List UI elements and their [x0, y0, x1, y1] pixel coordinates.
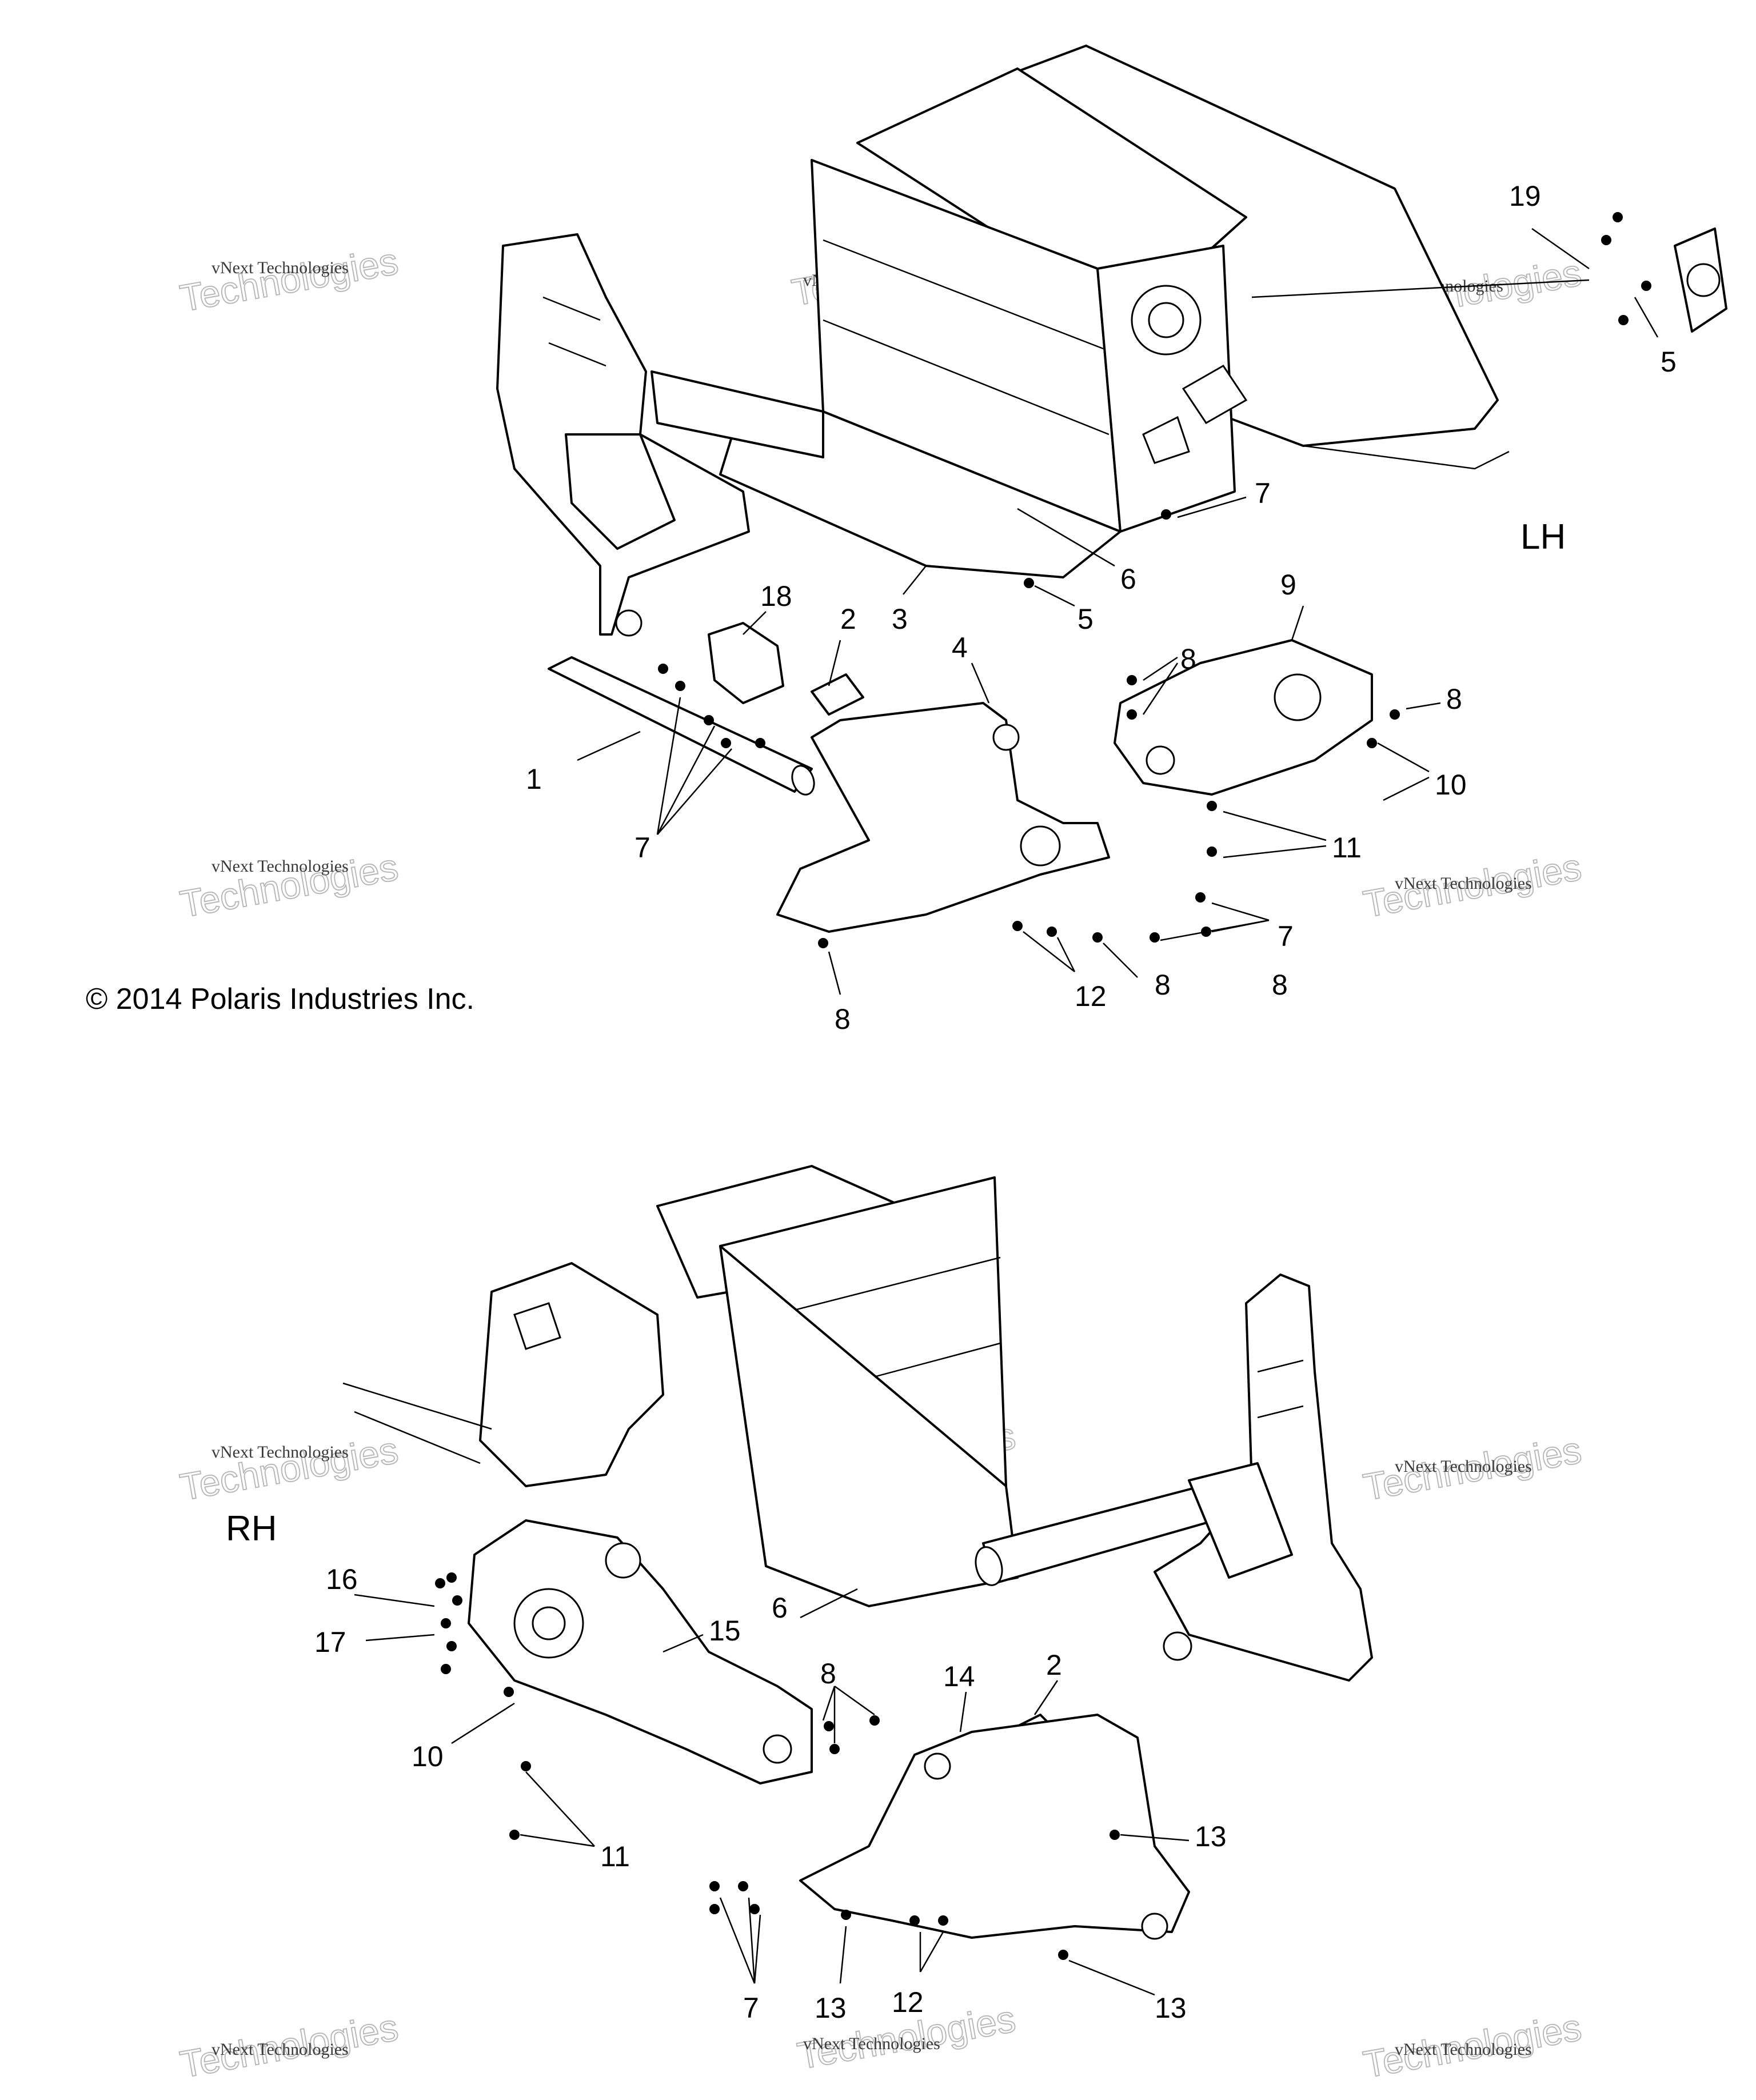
callout-11: 11: [1332, 832, 1362, 864]
lh-view-label: LH: [1520, 517, 1566, 557]
callout-10: 10: [412, 1740, 444, 1772]
callout-15: 15: [709, 1615, 741, 1647]
callout-5: 5: [1077, 603, 1093, 635]
callout-13: 13: [815, 1992, 847, 2024]
callout-12: 12: [1075, 980, 1107, 1012]
svg-text:vNext Technologies: vNext Technologies: [1395, 874, 1532, 893]
callout-6: 6: [1120, 563, 1136, 595]
callout-10: 10: [1435, 769, 1467, 801]
callout-9: 9: [1280, 569, 1296, 601]
watermark-mid-right: Technologies vNext Technologies: [1360, 845, 1585, 926]
callout-1: 1: [526, 763, 542, 795]
callout-16: 16: [326, 1563, 358, 1595]
rh-callouts: 16 17 15 6 8 14 2 10 13 11 7 13 12 13: [314, 1563, 1227, 2024]
watermark-top-left: Technologies vNext Technologies: [177, 239, 402, 320]
svg-text:Technologies: Technologies: [177, 1428, 401, 1508]
svg-text:vNext Technologies: vNext Technologies: [803, 2034, 940, 2053]
callout-18: 18: [760, 580, 792, 612]
callout-7: 7: [634, 832, 650, 864]
callout-7: 7: [743, 1992, 759, 2024]
svg-text:vNext Technologies: vNext Technologies: [211, 1443, 349, 1462]
callout-8: 8: [1180, 643, 1196, 675]
lh-leader-lines: [577, 227, 1659, 995]
copyright-notice: © 2014 Polaris Industries Inc.: [86, 983, 474, 1016]
callout-19: 19: [1509, 180, 1541, 212]
callout-8: 8: [1155, 969, 1171, 1001]
svg-text:vNext Technologies: vNext Technologies: [1395, 2040, 1532, 2059]
callout-3: 3: [892, 603, 908, 635]
rh-leader-lines: [354, 1588, 1190, 1996]
callout-4: 4: [952, 632, 968, 664]
svg-text:Technologies: Technologies: [177, 239, 401, 320]
svg-text:vNext Technologies: vNext Technologies: [211, 2040, 349, 2059]
watermark-mid-left: Technologies vNext Technologies: [177, 845, 402, 926]
callout-14: 14: [943, 1660, 975, 1692]
lh-callouts: 19 5 7 6 5 3 2 18 4 9 8 8 8 10 1 7 11 7 …: [526, 180, 1677, 1035]
callout-2: 2: [1046, 1649, 1062, 1681]
callout-11: 11: [600, 1841, 630, 1873]
watermark-bottom-right: Technologies vNext Technologies: [1360, 2005, 1585, 2086]
svg-text:vNext Technologies: vNext Technologies: [211, 258, 349, 277]
callout-2: 2: [840, 603, 856, 635]
watermark-bottom-left: Technologies vNext Technologies: [177, 2005, 402, 2086]
watermark-lower-right: Technologies vNext Technologies: [1360, 1428, 1585, 1509]
callout-8: 8: [835, 1003, 851, 1035]
rh-chassis-drawing: [342, 1165, 1373, 1960]
callout-7: 7: [1278, 920, 1294, 952]
callout-8: 8: [1272, 969, 1288, 1001]
callout-8: 8: [820, 1658, 836, 1690]
watermark-lower-left: Technologies vNext Technologies: [177, 1428, 402, 1509]
svg-text:vNext Technologies: vNext Technologies: [1395, 1457, 1532, 1476]
callout-7: 7: [1255, 477, 1271, 509]
callout-12: 12: [892, 1986, 924, 2018]
callout-6: 6: [772, 1592, 788, 1624]
callout-5: 5: [1661, 346, 1677, 378]
svg-text:vNext Technologies: vNext Technologies: [211, 857, 349, 876]
callout-13: 13: [1155, 1992, 1187, 2024]
callout-8: 8: [1446, 683, 1462, 715]
callout-17: 17: [314, 1626, 346, 1658]
rh-view-label: RH: [226, 1509, 277, 1548]
lh-chassis-drawing: [496, 45, 1727, 948]
callout-13: 13: [1195, 1820, 1227, 1853]
